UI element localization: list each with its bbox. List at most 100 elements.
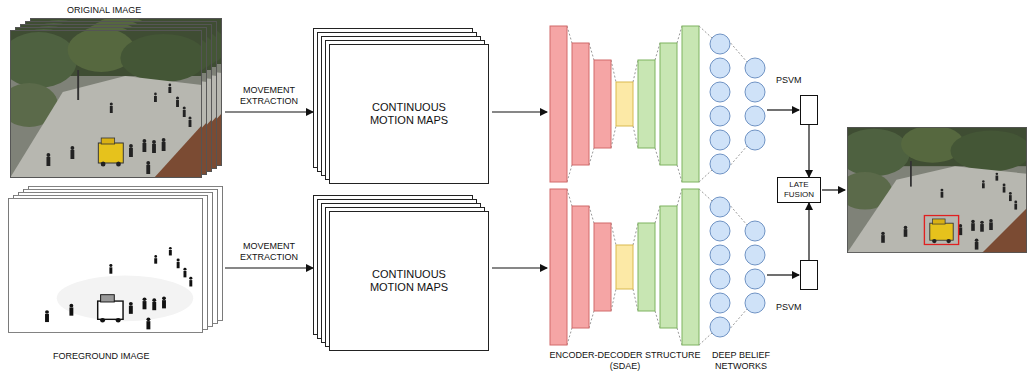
original-image-stack-part-part: [10, 31, 201, 178]
map-to-encoder-arrow-part: [492, 111, 547, 112]
deep-belief-network-part-part: [745, 130, 765, 150]
encoder-decoder-layers-part: [594, 223, 611, 311]
edge-label-holder: MOVEMENT EXTRACTION: [228, 241, 310, 263]
foreground-image-stack-part-part: [8, 198, 202, 332]
encoder-decoder-layers-part-part: [677, 26, 682, 43]
encoder-decoder-layers-part: [638, 223, 655, 311]
original-image-stack-part: [0, 28, 206, 178]
stack-title: CONTINUOUS MOTION MAPS: [352, 101, 467, 127]
edge-label: MOVEMENT EXTRACTION: [228, 85, 310, 107]
encoder-decoder-layers-part-part: [677, 165, 682, 182]
image-stack-node: FOREGROUND IMAGE: [5, 183, 225, 373]
text-holder: FOREGROUND IMAGE: [53, 351, 203, 362]
encoder-decoder-layers-part: [616, 245, 633, 289]
image-stack-node: ORIGINAL IMAGE: [5, 2, 225, 180]
text-holder: LATE FUSION: [779, 178, 819, 202]
section-label: DEEP BELIEF NETWORKS: [704, 350, 778, 372]
encoder-decoder-layers-part-part: [589, 311, 594, 328]
deep-belief-network-part-part: [710, 317, 730, 337]
psvm-box: PSVM: [776, 74, 822, 126]
deep-belief-network-part-part: [699, 333, 712, 345]
encoder-decoder-layers-part-part: [655, 311, 660, 328]
psvm-shape: [800, 260, 818, 290]
encoder-decoder-layers-part-part: [655, 43, 660, 60]
encoder-decoder-layers-part-part: [611, 126, 616, 148]
encoder-decoder-layers-part-part: [589, 206, 594, 223]
encoder-decoder-layers-part-part: [677, 328, 682, 345]
output-image-part-part: [838, 125, 1030, 253]
text-holder: ORIGINAL IMAGE: [67, 5, 207, 16]
deep-belief-network-part-part: [699, 170, 712, 182]
deep-belief-network-part-part: [710, 269, 730, 289]
encoder-decoder-layers-part-part: [611, 60, 616, 82]
encoder-decoder-layers-part: [660, 43, 677, 165]
deep-belief-network-part-part: [710, 245, 730, 265]
text-holder: CONTINUOUS MOTION MAPS: [329, 211, 489, 351]
psvm-label: PSVM: [776, 75, 802, 86]
deep-belief-network-part-part: [745, 245, 765, 265]
deep-belief-network-part-part: [728, 146, 747, 168]
late-fusion-box: LATE FUSION: [777, 177, 821, 203]
encoder-decoder-layers-part-part: [589, 43, 594, 60]
original-image-stack-part-part: [0, 28, 206, 178]
encoder-decoder-layers-part: [682, 189, 699, 345]
encoder-decoder-layers-part: [550, 189, 567, 345]
stack-title: CONTINUOUS MOTION MAPS: [352, 268, 467, 294]
deep-belief-network-part: [710, 34, 765, 337]
encoder-decoder-layers-part-part: [589, 148, 594, 165]
psvm-label: PSVM: [776, 302, 802, 313]
deep-belief-network-part-part: [745, 221, 765, 241]
encoder-decoder-layers-part: [638, 60, 655, 148]
deep-belief-network-part-part: [745, 82, 765, 102]
encoder-decoder-layers-part-part: [655, 206, 660, 223]
encoder-decoder-layers-part: [572, 206, 589, 328]
encoder-decoder-layers-part-part: [567, 328, 572, 345]
encoder-decoder-layers-part: [550, 26, 567, 182]
deep-belief-network-part-part: [745, 293, 765, 313]
deep-belief-network-part-part: [745, 58, 765, 78]
foreground-image-stack-part: [8, 198, 203, 333]
output-image-part-part: [847, 127, 1026, 252]
motion-map-stack: CONTINUOUS MOTION MAPS: [313, 195, 490, 352]
deep-belief-network-part-part: [710, 106, 730, 126]
deep-belief-network-part-part: [710, 221, 730, 241]
connector-arrow: [225, 111, 313, 112]
encoder-decoder-layers-part-part: [633, 126, 638, 148]
dbn-to-psvm-arrow-part: [767, 274, 799, 275]
connector-arrow: [808, 125, 809, 177]
encoder-decoder-layers-part-part: [567, 26, 572, 43]
deep-belief-network-part-part: [710, 197, 730, 217]
deep-belief-network-part-part: [699, 26, 712, 38]
encoder-decoder-layers: [550, 26, 699, 345]
connector-arrow: [808, 203, 809, 260]
deep-belief-network-part-part: [745, 106, 765, 126]
deep-belief-network-part-part: [699, 189, 712, 201]
dbn-to-psvm-arrow-part: [767, 109, 799, 110]
encoder-decoder-layers-part-part: [567, 165, 572, 182]
fusion-to-output-arrow: [822, 189, 845, 190]
section-label: ENCODER-DECODER STRUCTURE (SDAE): [544, 350, 706, 372]
encoder-decoder-layers-part-part: [655, 148, 660, 165]
motion-map-stack: CONTINUOUS MOTION MAPS: [313, 28, 490, 185]
encoder-decoder-layers-part: [567, 26, 682, 345]
map-to-encoder-arrow: [492, 112, 547, 268]
encoder-decoder-layers-part-part: [633, 289, 638, 311]
label-holder: ENCODER-DECODER STRUCTURE (SDAE): [544, 350, 706, 372]
encoder-decoder-layers-part: [682, 26, 699, 182]
deep-belief-network-part-part: [745, 269, 765, 289]
output-image-part-part: [924, 216, 958, 245]
edge-label-holder: MOVEMENT EXTRACTION: [228, 85, 310, 107]
deep-belief-network-part-part: [710, 34, 730, 54]
psvm-shape: [800, 95, 818, 125]
deep-belief-network-part-part: [710, 154, 730, 174]
encoder-decoder-layers-part-part: [633, 223, 638, 245]
encoder-decoder-layers-part: [616, 82, 633, 126]
output-image: [838, 125, 1030, 253]
deep-belief-network-part-part: [728, 40, 747, 62]
encoder-decoder-layers-part-part: [611, 289, 616, 311]
foreground-image-stack-part-part: [8, 198, 203, 333]
encoder-decoder-layers-part-part: [611, 223, 616, 245]
